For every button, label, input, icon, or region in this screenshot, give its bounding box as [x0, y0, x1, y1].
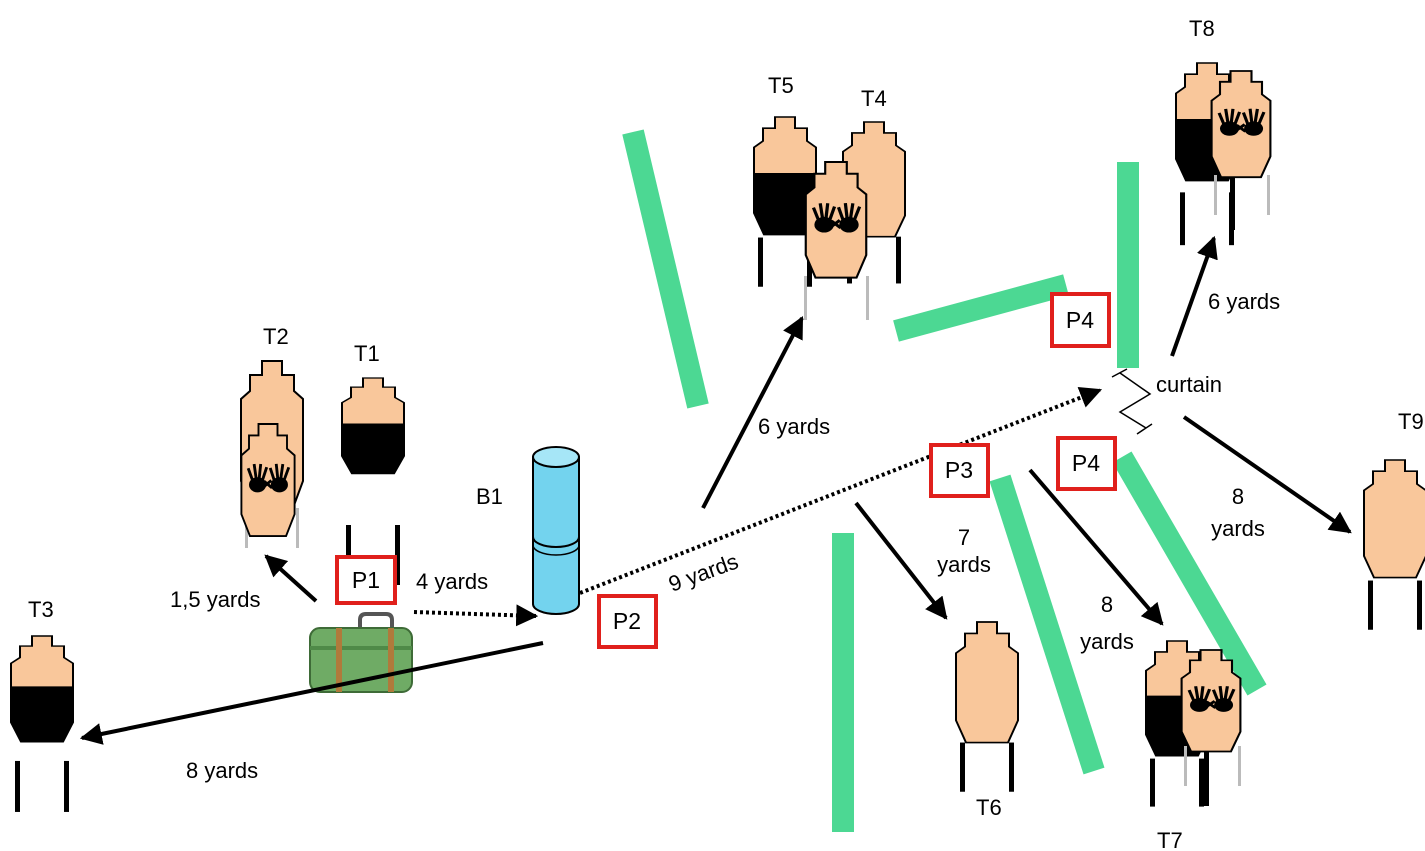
- target-t7: [1145, 640, 1242, 807]
- label-t6: T6: [976, 795, 1002, 820]
- target-t9: [1363, 459, 1425, 630]
- label-b1: B1: [476, 484, 503, 509]
- arrow-curtain-t9: [1182, 415, 1352, 534]
- arrow-p3-t7: [1028, 468, 1164, 626]
- no-shoot-t4-t5: [804, 160, 869, 320]
- label-p1: P1: [352, 567, 380, 593]
- label-curtain: curtain: [1156, 372, 1222, 397]
- position-p1: P1: [335, 555, 397, 605]
- label-t3: T3: [28, 597, 54, 622]
- arrow-to-t5: [701, 316, 804, 509]
- wall-left-top: [622, 129, 709, 409]
- arrow-b1-t3: [79, 641, 544, 745]
- label-p4-bottom: P4: [1072, 450, 1100, 476]
- target-t1: [341, 377, 405, 585]
- hands-no-shoot-icon: [1210, 69, 1272, 179]
- arrow-p1-b1: [413, 604, 539, 627]
- label-p2: P2: [613, 608, 641, 634]
- distance-p3-t6-number: 7: [958, 525, 970, 550]
- hands-no-shoot-icon: [1180, 648, 1242, 753]
- position-p2: P2: [597, 594, 658, 649]
- label-t1: T1: [354, 341, 380, 366]
- distance-p1-t2: 1,5 yards: [170, 587, 261, 612]
- position-p3: P3: [929, 443, 990, 498]
- label-t2: T2: [263, 324, 289, 349]
- wall-middle-top: [893, 274, 1069, 342]
- target-t3: [10, 635, 74, 812]
- label-p3: P3: [945, 457, 973, 483]
- label-t7: T7: [1157, 828, 1183, 851]
- wall-bottom-right: [1112, 451, 1267, 696]
- distance-p3-t7-unit: yards: [1080, 629, 1134, 654]
- label-t9: T9: [1398, 409, 1424, 434]
- arrow-p1-t2: [264, 554, 318, 603]
- label-p4-top: P4: [1066, 307, 1094, 333]
- distance-p3-t6-unit: yards: [937, 552, 991, 577]
- walls: [622, 129, 1267, 832]
- distance-to-t5: 6 yards: [758, 414, 830, 439]
- barrel-icon: [532, 446, 580, 615]
- hands-no-shoot-icon: [240, 423, 296, 538]
- hands-no-shoot-icon: [804, 160, 868, 279]
- position-p4-bottom: P4: [1056, 436, 1117, 491]
- distance-curtain-t9-unit: yards: [1211, 516, 1265, 541]
- arrow-curtain-t8: [1170, 235, 1218, 357]
- target-t8: [1175, 62, 1272, 246]
- position-p4-top: P4: [1050, 292, 1111, 348]
- arrow-p3-t6: [854, 501, 948, 620]
- label-t4: T4: [861, 86, 887, 111]
- distance-p1-b1: 4 yards: [416, 569, 488, 594]
- arrows: [79, 235, 1352, 745]
- label-t5: T5: [768, 73, 794, 98]
- distance-b1-t3: 8 yards: [186, 758, 258, 783]
- distance-curtain-t9-number: 8: [1232, 484, 1244, 509]
- distance-curtain-t8: 6 yards: [1208, 289, 1280, 314]
- curtain-icon: [1111, 368, 1153, 435]
- target-t6: [955, 621, 1019, 792]
- wall-bottom-middle: [989, 474, 1105, 775]
- label-t8: T8: [1189, 16, 1215, 41]
- target-t2: [240, 360, 304, 548]
- distance-p3-t7-number: 8: [1101, 592, 1113, 617]
